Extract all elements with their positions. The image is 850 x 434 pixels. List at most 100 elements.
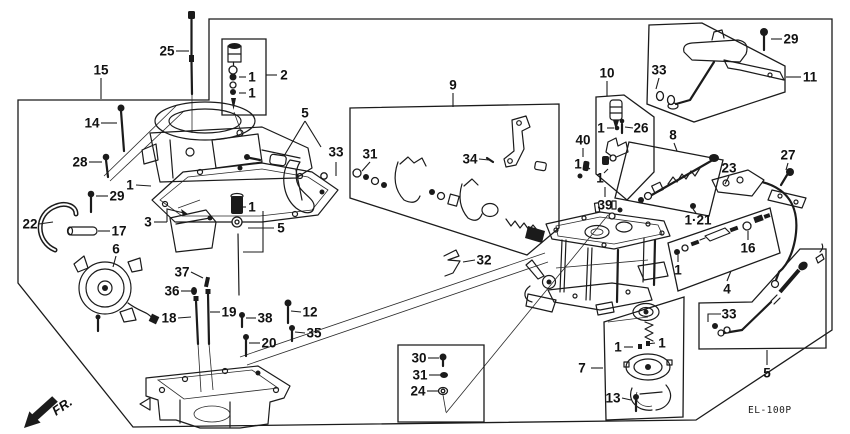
callout-number: 36	[164, 284, 180, 299]
leader-line	[112, 255, 117, 268]
callout-8: 8	[669, 128, 678, 152]
screws-left-drawing	[87, 104, 126, 214]
wire-32-drawing	[443, 249, 461, 277]
callout-5: 5	[243, 211, 285, 253]
callout-number: 1	[614, 340, 622, 355]
box11-parts-drawing	[655, 29, 785, 110]
callout-5: 5	[763, 350, 771, 381]
callout-39: 39	[597, 187, 613, 213]
callout-number: 13	[605, 391, 621, 406]
callout-number: 5	[763, 366, 771, 381]
callout-1: 1	[614, 340, 633, 355]
leader-line	[462, 259, 476, 263]
callout-number: 32	[476, 253, 491, 268]
callout-22: 22	[22, 217, 54, 232]
callout-10: 10	[599, 66, 615, 96]
box-7	[603, 296, 685, 421]
callout-17: 17	[98, 224, 127, 239]
callout-number: 9	[449, 78, 457, 93]
callout-1: 1	[674, 255, 682, 278]
leader-line	[646, 342, 656, 345]
callout-number: 29	[109, 189, 124, 204]
box-2	[221, 38, 267, 116]
callout-number: 16	[740, 241, 756, 256]
pump-cover-3-drawing	[169, 199, 217, 253]
callout-16: 16	[740, 231, 756, 256]
callout-number: 1	[674, 263, 682, 278]
carburetor-body-drawing	[524, 200, 671, 322]
callout-number: 1	[248, 86, 256, 101]
leader-line	[361, 161, 371, 172]
leader-line	[707, 313, 721, 322]
callout-13: 13	[605, 391, 632, 406]
callout-number: 33	[721, 307, 737, 322]
leader-line	[785, 162, 789, 171]
fr-arrow: FR.	[24, 394, 75, 428]
callout-number: 31	[412, 368, 428, 383]
diaphragm-6-drawing	[73, 255, 160, 333]
needle-25-drawing	[188, 11, 195, 96]
callout-number: 1	[248, 70, 256, 85]
callout-33: 33	[707, 307, 737, 322]
leader-line	[583, 164, 591, 170]
callout-number: 40	[575, 133, 590, 148]
callout-number: 1	[597, 121, 605, 136]
box-24	[397, 344, 485, 423]
leader-line	[624, 126, 634, 129]
callout-number: 6	[112, 242, 120, 257]
leader-line	[621, 397, 632, 401]
assembly-boxes	[221, 22, 827, 423]
callout-number: 34	[462, 152, 478, 167]
callout-7: 7	[578, 361, 603, 376]
callout-29: 29	[96, 189, 125, 204]
callout-33: 33	[328, 145, 344, 176]
leader-line	[177, 316, 192, 319]
leader-line	[166, 208, 185, 222]
callout-27: 27	[780, 148, 796, 171]
callout-number: 4	[723, 282, 731, 297]
top-cover-drawing	[141, 101, 313, 183]
callout-37: 37	[174, 265, 204, 280]
callout-1: 1	[596, 168, 609, 186]
callout-38: 38	[246, 311, 273, 326]
box-10	[595, 94, 655, 201]
callout-number: 1·21	[684, 213, 712, 228]
float-bowl-drawing	[139, 365, 291, 429]
callout-6: 6	[112, 242, 120, 268]
leader-line	[673, 142, 678, 152]
leader-line	[283, 120, 306, 157]
callout-number: 20	[261, 336, 276, 351]
callout-11: 11	[786, 70, 818, 85]
needle-valve-set-drawing	[227, 43, 242, 110]
callout-number: 14	[84, 116, 100, 131]
leader-line	[135, 184, 152, 187]
callout-number: 26	[633, 121, 649, 136]
leader-line	[655, 77, 660, 90]
callout-26: 26	[624, 121, 649, 136]
leader-line	[190, 271, 204, 279]
callout-number: 23	[721, 161, 737, 176]
leader-line	[290, 310, 302, 313]
leader-line	[692, 208, 697, 214]
callout-number: 24	[410, 384, 426, 399]
callout-35: 35	[294, 326, 322, 341]
box-4	[667, 207, 781, 292]
callout-number: 28	[72, 155, 88, 170]
box-5	[698, 248, 827, 350]
callout-number: 10	[599, 66, 614, 81]
callout-24: 24	[410, 384, 438, 399]
callout-14: 14	[84, 116, 117, 131]
callout-number: 1	[574, 157, 582, 172]
callout-number: 38	[257, 311, 273, 326]
callout-number: 33	[651, 63, 667, 78]
callout-number: 11	[803, 70, 818, 85]
callout-number: 1	[248, 200, 256, 215]
callout-1: 1	[574, 157, 591, 172]
callout-5: 5	[283, 106, 322, 157]
callout-number: 2	[280, 68, 288, 83]
callout-33: 33	[651, 63, 667, 90]
callout-23: 23	[721, 161, 737, 185]
callout-18: 18	[161, 311, 192, 326]
callout-1: 1	[646, 336, 666, 351]
